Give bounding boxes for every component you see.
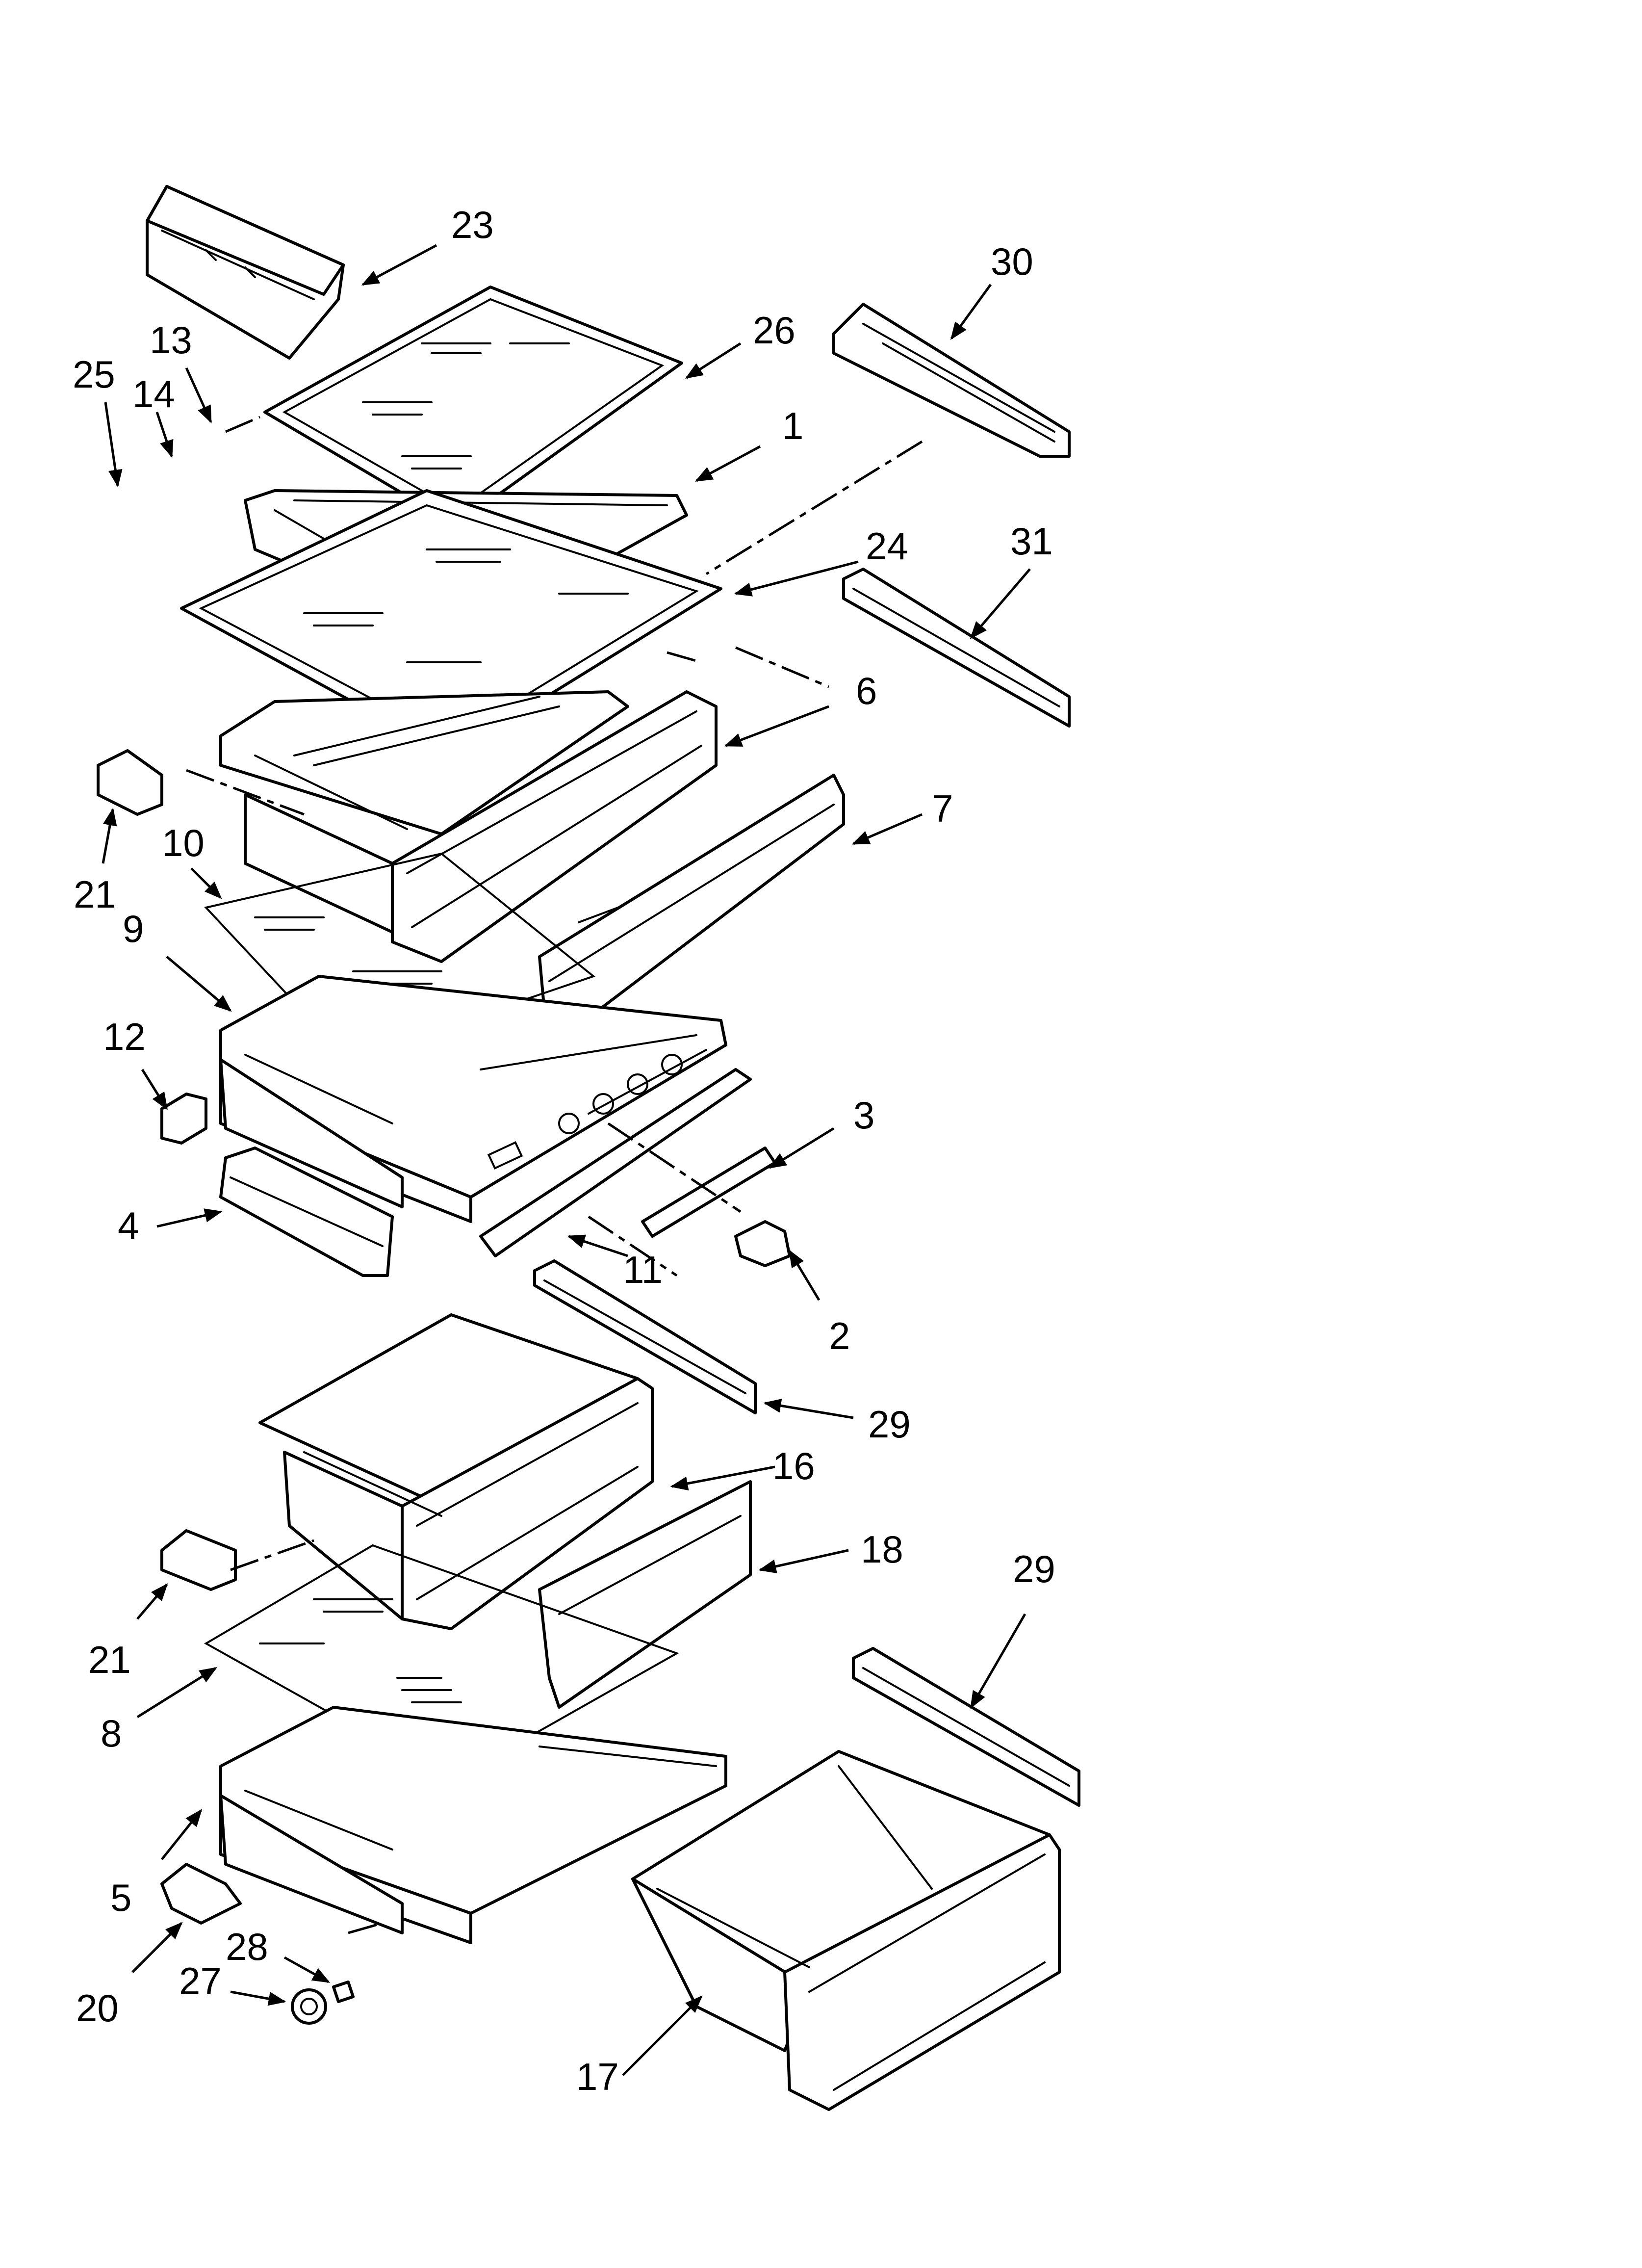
leader-arrow [685,342,742,379]
callout-number: 12 [103,1015,146,1058]
leader-arrow [283,1956,331,1983]
bracket-21-upper-part [97,749,163,816]
callout-number: 29 [1013,1547,1055,1590]
leader-arrow [156,1208,223,1228]
leader-arrow [567,1234,628,1257]
alignment-line [348,1922,383,1934]
callout-number: 16 [772,1444,815,1487]
callout-number: 21 [74,873,116,916]
leader-arrow [734,560,859,597]
leader-arrow [104,402,123,488]
leader-arrow [970,568,1031,639]
callout-number: 1 [782,404,803,447]
callout-number: 23 [451,203,494,246]
crisper-drawer-lower-part [258,1313,654,1630]
callout-number: 4 [118,1204,139,1247]
leader-arrow [950,284,992,340]
callout-number: 13 [150,318,192,362]
alignment-line [607,1122,742,1213]
leader-arrow [763,1399,854,1419]
slide-bracket-part [641,1147,776,1238]
callout-number: 30 [991,240,1033,283]
alignment-line [735,646,829,688]
drawer-frame-upper-part [219,975,727,1223]
alignment-line [588,1215,678,1277]
callout-number: 28 [226,1925,268,1968]
cap-part [160,1863,242,1925]
leader-arrow [724,705,829,747]
door-bin-part [146,185,345,360]
bracket-21-lower-part [160,1529,237,1591]
latch-part [734,1220,791,1267]
roller-part [291,1981,355,2025]
alignment-line [230,1539,314,1571]
callout-number: 3 [853,1094,874,1137]
leader-arrow [851,813,923,845]
callout-number: 2 [829,1314,850,1357]
leader-arrow [155,412,174,458]
glass-shelf-top-part [263,286,683,526]
callout-number: 20 [76,1986,119,2030]
callout-number: 9 [123,907,144,950]
callout-number: 5 [110,1876,131,1919]
callout-number: 8 [101,1712,122,1755]
leader-arrow [141,1069,168,1111]
callout-number: 17 [576,2055,619,2098]
leader-arrow [622,1995,703,2076]
slide-rail-30-part [832,303,1071,458]
front-trim-upper-part [219,1147,394,1277]
slide-rail-31-part [842,568,1071,728]
callout-number: 11 [623,1248,663,1291]
leader-arrow [758,1549,849,1574]
drawer-cover-lower-part [538,1480,752,1709]
callout-number: 26 [753,309,795,352]
leader-arrow [694,445,761,482]
callout-number: 18 [861,1528,903,1571]
callout-number: 14 [132,372,175,416]
callout-number: 24 [866,524,908,568]
leader-arrow [185,367,212,424]
callout-number: 27 [179,1959,222,2003]
leader-arrow [190,867,222,899]
callout-number: 7 [932,787,953,830]
callout-number: 21 [88,1638,131,1681]
leader-arrow [136,1583,168,1620]
callout-number: 31 [1010,520,1053,563]
leader-arrow [788,1249,821,1301]
leader-arrow [131,1922,183,1973]
leader-arrow [230,1990,286,2006]
alignment-line [225,416,260,433]
clip-part [160,1093,207,1145]
leader-arrow [166,956,232,1012]
slide-rail-29-middle-part [533,1259,757,1414]
alignment-line [705,440,923,575]
rail-part [479,1068,752,1257]
leader-arrow [161,1809,203,1860]
leader-arrow [768,1127,835,1169]
callout-number: 29 [868,1403,911,1446]
alignment-line [186,769,305,816]
freezer-drawer-part [631,1750,1061,2111]
drawer-frame-lower-part [219,1706,727,1944]
callout-number: 10 [162,821,205,864]
leader-arrow [670,1465,775,1491]
leader-arrow [970,1613,1026,1709]
alignment-line [667,651,702,664]
leader-arrow [136,1667,218,1719]
slide-rail-29-lower-part [852,1647,1080,1807]
leader-arrow [102,808,117,864]
leader-arrow [361,244,437,286]
callout-number: 6 [856,669,877,712]
crisper-drawer-upper-part [219,690,718,963]
callout-number: 25 [73,353,115,396]
